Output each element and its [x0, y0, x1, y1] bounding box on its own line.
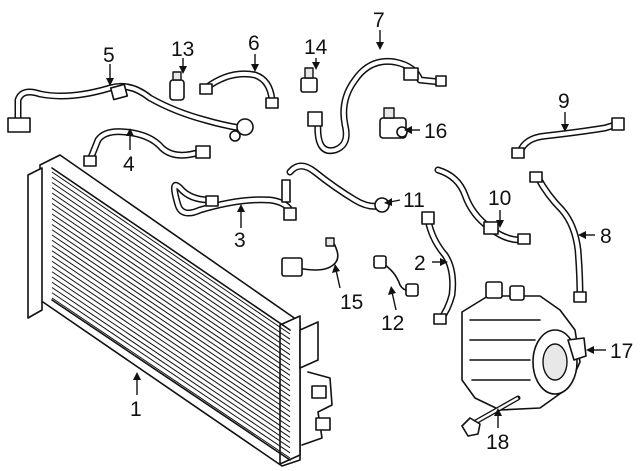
- condenser-fins: [51, 171, 291, 459]
- callout-8: 8: [600, 225, 612, 248]
- hose-11: [286, 162, 390, 213]
- condenser: [27, 154, 333, 467]
- callout-10: 10: [488, 187, 511, 210]
- callout-18: 18: [486, 431, 509, 454]
- condenser-fin: [51, 245, 291, 407]
- callout-7: 7: [373, 9, 385, 32]
- hose-9: [511, 117, 625, 159]
- callout-12: 12: [381, 312, 404, 335]
- callout-16: 16: [424, 120, 447, 143]
- condenser-fin: [51, 218, 291, 381]
- condenser-fin: [51, 182, 291, 345]
- condenser-fin: [51, 192, 291, 356]
- callout-14: 14: [304, 36, 328, 59]
- condenser-fin: [51, 276, 291, 438]
- condenser-fin: [51, 239, 291, 402]
- condenser-fin: [51, 224, 291, 387]
- callout-4: 4: [123, 153, 135, 176]
- condenser-fin: [51, 271, 291, 433]
- condenser-fin: [51, 176, 291, 340]
- hose-6: [199, 70, 279, 109]
- callout-2: 2: [414, 252, 426, 275]
- hose-3: [171, 179, 297, 221]
- callout-9: 9: [558, 90, 570, 113]
- hose-10: [434, 166, 531, 245]
- harness-15: [281, 237, 339, 277]
- valve-16: [379, 107, 408, 139]
- hose-5: [7, 82, 254, 142]
- callout-17: 17: [610, 340, 633, 363]
- condenser-fin: [51, 197, 291, 361]
- condenser-fin: [51, 266, 291, 428]
- sensor-13: [169, 71, 185, 101]
- condenser-fin: [51, 260, 291, 423]
- condenser-fin: [51, 229, 291, 392]
- harness-12: [373, 255, 419, 297]
- hose-2: [421, 211, 457, 325]
- callout-5: 5: [103, 44, 115, 67]
- bolt-18: [461, 395, 521, 437]
- condenser-fin: [51, 171, 291, 335]
- compressor-17: [461, 281, 587, 411]
- hose-7: [307, 57, 447, 155]
- callout-6: 6: [248, 32, 260, 55]
- callout-13: 13: [171, 38, 194, 61]
- hose-4: [83, 128, 211, 167]
- callout-1: 1: [130, 398, 142, 421]
- callout-3: 3: [234, 229, 246, 252]
- valve-14: [300, 67, 318, 93]
- condenser-fin: [51, 292, 291, 454]
- condenser-fin: [51, 213, 291, 376]
- condenser-fin: [51, 234, 291, 397]
- callout-11: 11: [403, 189, 425, 212]
- condenser-fin: [51, 187, 291, 350]
- hose-8: [529, 171, 587, 303]
- condenser-fin: [51, 250, 291, 412]
- callout-labels: 1 2 3 4 5 6 7 8 9 10 11 12 13 14 15 16 1…: [103, 9, 633, 454]
- leader-lines: [106, 30, 606, 428]
- condenser-fin: [51, 297, 291, 459]
- condenser-fin: [51, 255, 291, 418]
- condenser-fin: [51, 281, 291, 443]
- condenser-fin: [51, 287, 291, 449]
- callout-15: 15: [340, 291, 363, 314]
- condenser-fin: [51, 203, 291, 366]
- condenser-fin: [51, 208, 291, 371]
